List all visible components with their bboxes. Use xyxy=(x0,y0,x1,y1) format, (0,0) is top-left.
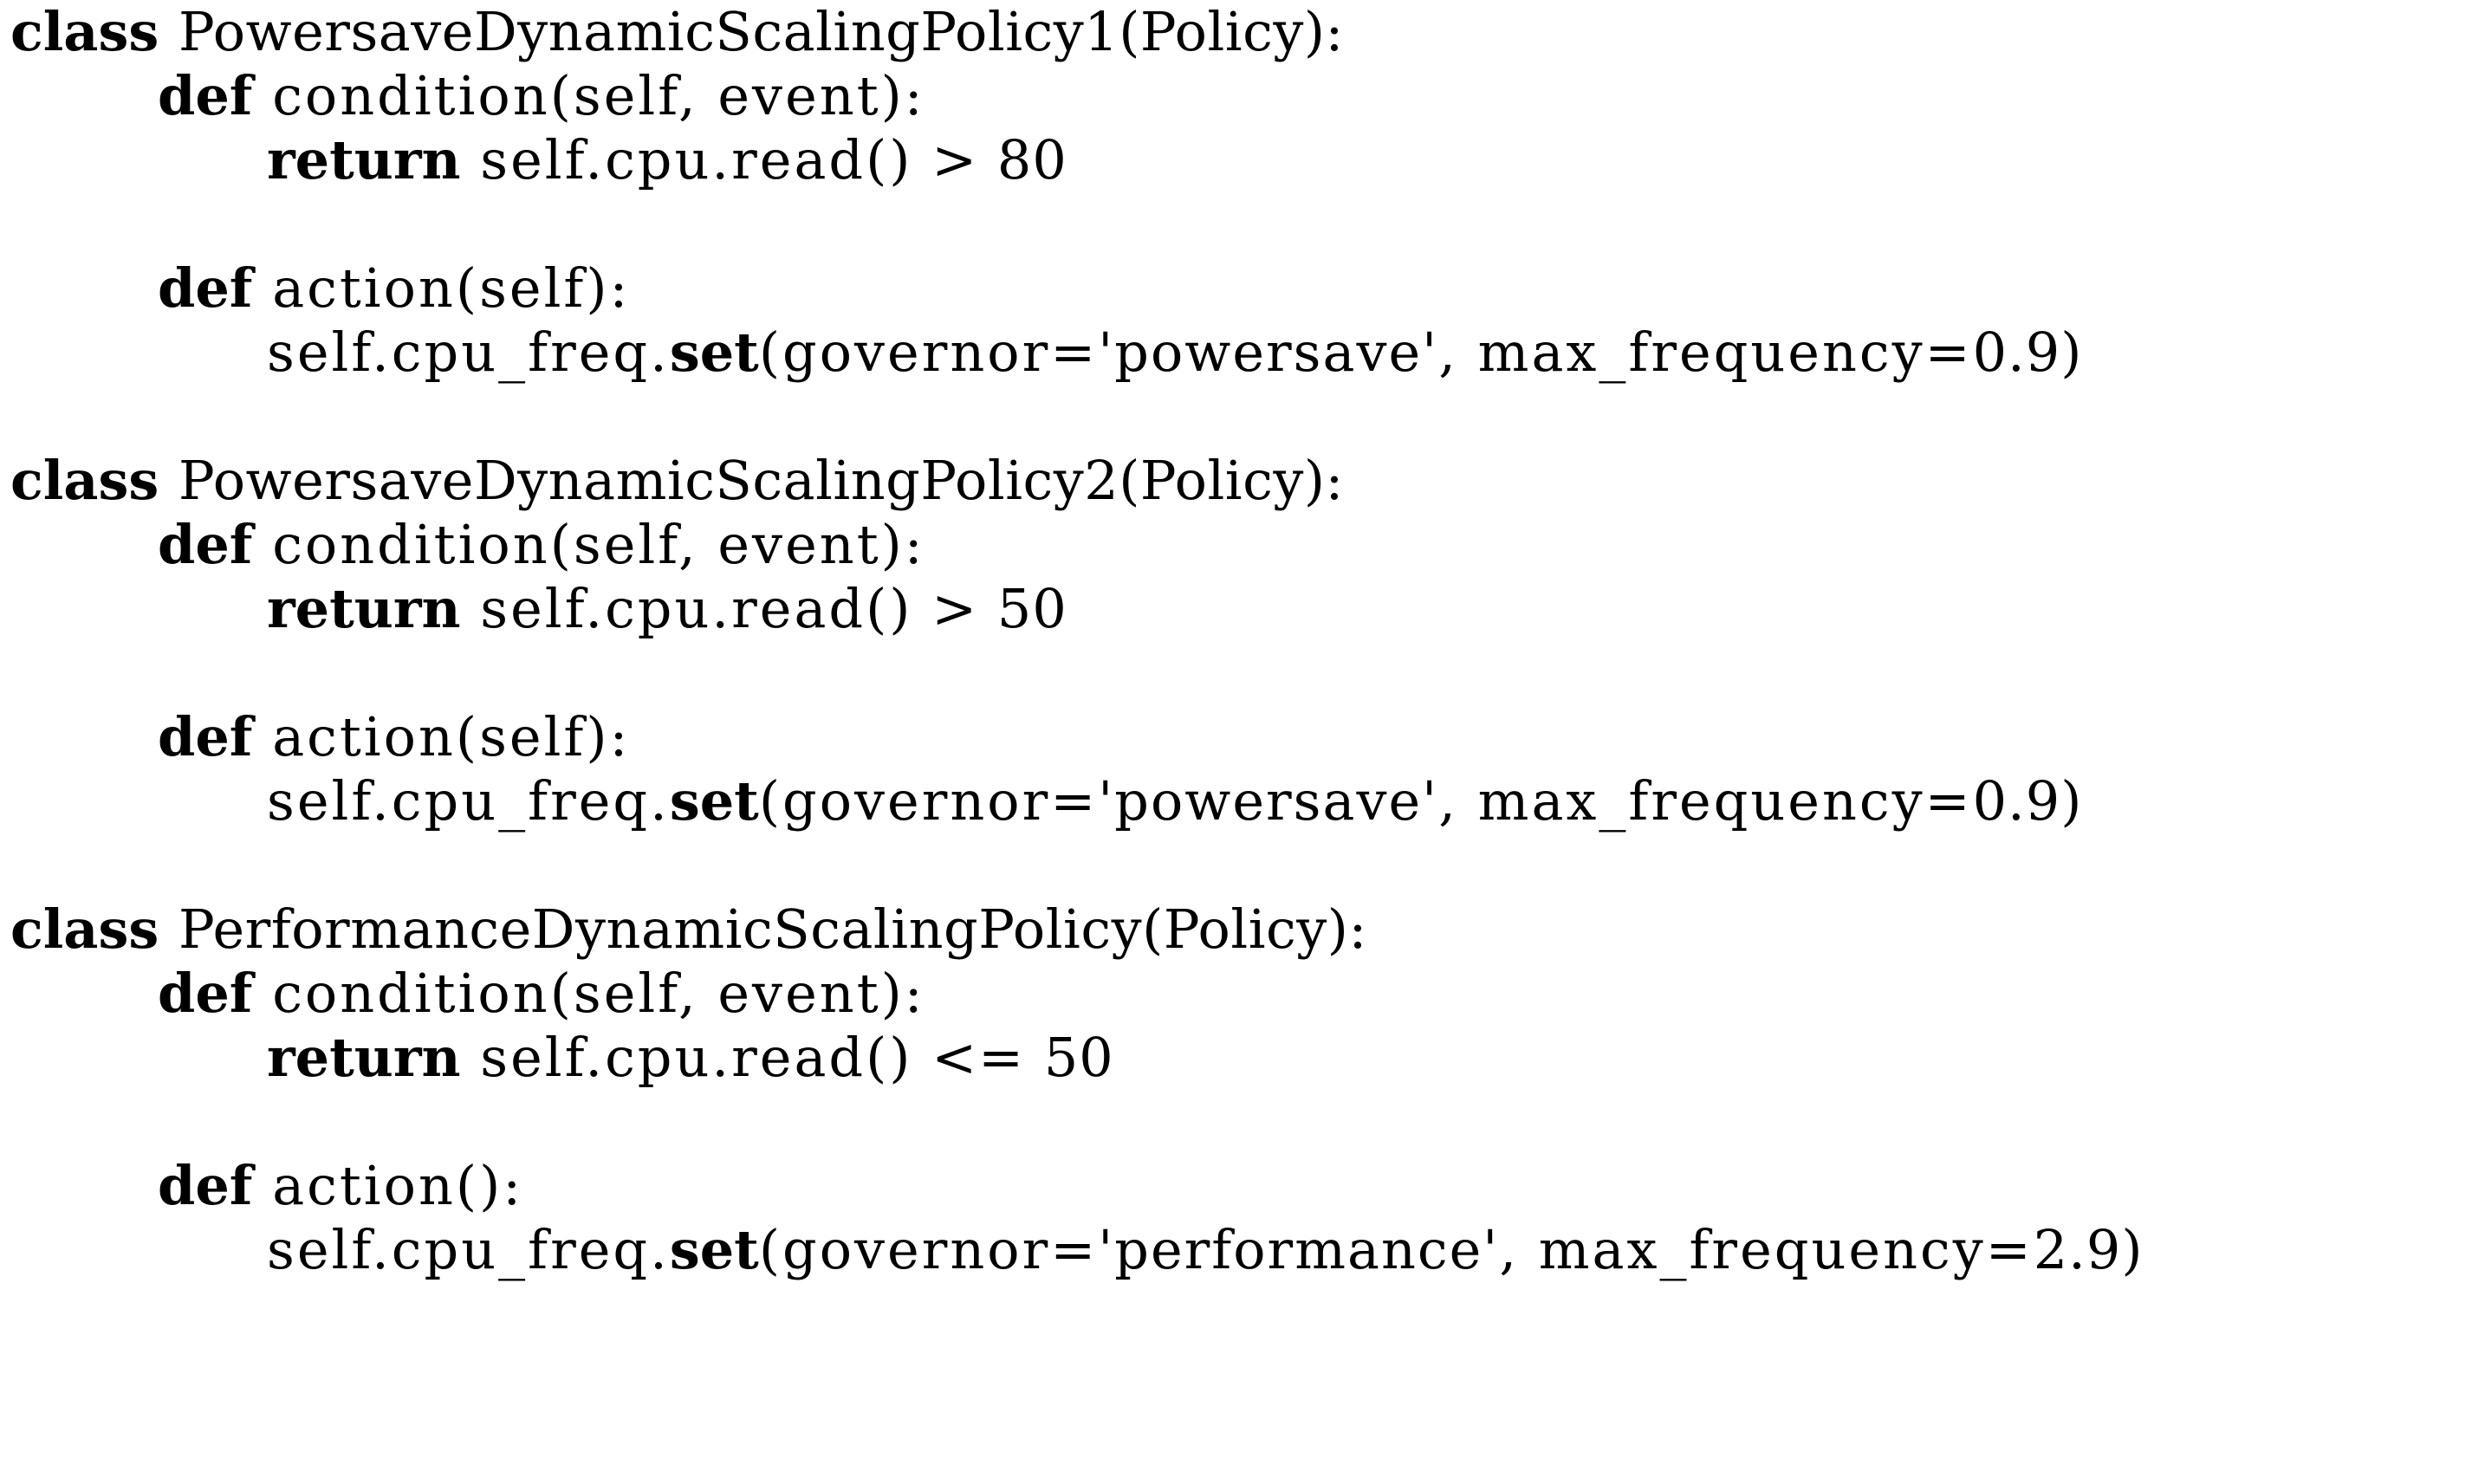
code-identifier: self.cpu.read() xyxy=(480,1026,913,1089)
code-line: self.cpu_freq.set(governor='powersave', … xyxy=(10,321,2485,385)
code-line: def action(self): xyxy=(10,705,2485,769)
code-identifier xyxy=(252,256,272,320)
code-block-performance-dynamic-scaling-policy: class PerformanceDynamicScalingPolicy(Po… xyxy=(10,898,2485,1282)
code-identifier xyxy=(252,513,272,576)
code-keyword: def xyxy=(158,962,253,1025)
code-identifier xyxy=(159,0,178,63)
code-class-name: PerformanceDynamicScalingPolicy(Policy): xyxy=(178,898,1367,961)
code-identifier: (governor= xyxy=(758,321,1099,384)
code-line: def action(): xyxy=(10,1154,2485,1218)
code-operator: > xyxy=(912,128,997,191)
code-line-blank xyxy=(10,641,2485,705)
code-line: self.cpu_freq.set(governor='powersave', … xyxy=(10,769,2485,833)
code-identifier: self.cpu_freq. xyxy=(267,769,670,833)
code-identifier xyxy=(252,705,272,768)
code-identifier: self.cpu.read() xyxy=(480,577,913,640)
code-operator: <= xyxy=(912,1026,1044,1089)
code-block-powersave-dynamic-scaling-policy-2: class PowersaveDynamicScalingPolicy2(Pol… xyxy=(10,449,2485,833)
code-line: class PowersaveDynamicScalingPolicy1(Pol… xyxy=(10,0,2485,64)
code-line-blank xyxy=(10,192,2485,256)
code-class-name: PowersaveDynamicScalingPolicy1(Policy): xyxy=(178,0,1344,63)
code-number: 0.9 xyxy=(1972,321,2061,384)
code-identifier xyxy=(252,1154,272,1217)
code-keyword: def xyxy=(158,64,253,127)
code-line-blank xyxy=(10,1090,2485,1154)
code-identifier xyxy=(461,577,481,640)
code-string: 'powersave' xyxy=(1098,321,1439,384)
code-keyword: set xyxy=(669,1218,759,1281)
code-line: def action(self): xyxy=(10,256,2485,321)
code-identifier: (governor= xyxy=(758,769,1099,833)
code-number: 80 xyxy=(996,128,1067,191)
code-identifier: , max_frequency= xyxy=(1438,321,1973,384)
code-number: 0.9 xyxy=(1972,769,2061,833)
code-identifier: self.cpu_freq. xyxy=(267,321,670,384)
code-identifier: self.cpu.read() xyxy=(480,128,913,191)
code-number: 2.9 xyxy=(2033,1218,2122,1281)
code-identifier: , max_frequency= xyxy=(1438,769,1973,833)
code-line: class PerformanceDynamicScalingPolicy(Po… xyxy=(10,898,2485,962)
code-keyword: set xyxy=(669,321,759,384)
code-identifier: action(): xyxy=(272,1154,524,1217)
code-identifier xyxy=(252,64,272,127)
code-keyword: return xyxy=(267,577,461,640)
code-operator: > xyxy=(912,577,997,640)
code-identifier: (governor= xyxy=(758,1218,1099,1281)
code-identifier: condition(self, event): xyxy=(272,962,925,1025)
code-string: 'performance' xyxy=(1098,1218,1500,1281)
code-keyword: class xyxy=(10,0,159,63)
code-identifier xyxy=(461,1026,481,1089)
code-string: 'powersave' xyxy=(1098,769,1439,833)
code-keyword: return xyxy=(267,128,461,191)
code-identifier xyxy=(461,128,481,191)
code-keyword: def xyxy=(158,256,253,320)
code-identifier xyxy=(252,962,272,1025)
code-line: self.cpu_freq.set(governor='performance'… xyxy=(10,1218,2485,1282)
code-line: def condition(self, event): xyxy=(10,962,2485,1026)
code-identifier xyxy=(159,449,178,512)
code-class-name: PowersaveDynamicScalingPolicy2(Policy): xyxy=(178,449,1344,512)
code-identifier: condition(self, event): xyxy=(272,513,925,576)
code-identifier: condition(self, event): xyxy=(272,64,925,127)
code-identifier: action(self): xyxy=(272,256,631,320)
code-keyword: def xyxy=(158,513,253,576)
code-keyword: def xyxy=(158,705,253,768)
code-block-powersave-dynamic-scaling-policy-1: class PowersaveDynamicScalingPolicy1(Pol… xyxy=(10,0,2485,385)
code-line: return self.cpu.read() > 80 xyxy=(10,128,2485,192)
code-line: class PowersaveDynamicScalingPolicy2(Pol… xyxy=(10,449,2485,513)
code-line: return self.cpu.read() <= 50 xyxy=(10,1026,2485,1090)
code-keyword: class xyxy=(10,449,159,512)
code-identifier xyxy=(159,898,178,961)
code-keyword: set xyxy=(669,769,759,833)
code-identifier: self.cpu_freq. xyxy=(267,1218,670,1281)
code-number: 50 xyxy=(996,577,1067,640)
code-identifier: ) xyxy=(2121,1218,2145,1281)
code-identifier: ) xyxy=(2060,769,2085,833)
code-number: 50 xyxy=(1043,1026,1114,1089)
code-identifier: , max_frequency= xyxy=(1499,1218,2034,1281)
code-line: return self.cpu.read() > 50 xyxy=(10,577,2485,641)
code-keyword: def xyxy=(158,1154,253,1217)
code-keyword: return xyxy=(267,1026,461,1089)
code-line: def condition(self, event): xyxy=(10,64,2485,128)
code-keyword: class xyxy=(10,898,159,961)
code-identifier: ) xyxy=(2060,321,2085,384)
code-line: def condition(self, event): xyxy=(10,513,2485,577)
code-identifier: action(self): xyxy=(272,705,631,768)
